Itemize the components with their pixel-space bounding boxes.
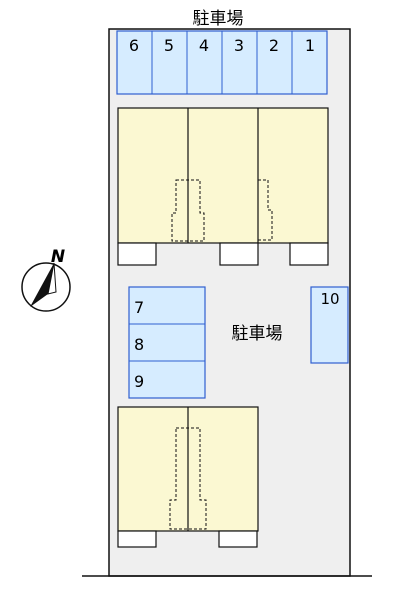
left-parking-column: 7 8 9 [128,286,206,399]
parking-space-number: 2 [269,36,279,55]
balcony [117,242,157,266]
parking-space-number: 6 [129,36,139,55]
right-parking-space: 10 [310,286,349,364]
parking-space-number: 9 [134,372,144,391]
balcony [218,530,258,548]
top-parking-label: 駐車場 [193,9,244,29]
stair-outline [171,179,205,242]
compass-icon: N [21,247,71,312]
center-parking-label: 駐車場 [232,324,283,344]
parking-space-number: 5 [164,36,174,55]
parking-space-number: 7 [134,298,144,317]
parking-space-number: 10 [320,290,339,308]
upper-building [117,107,329,266]
top-parking-row: 6 5 4 3 2 1 [116,30,328,95]
lower-building [117,406,259,548]
parking-space-number: 3 [234,36,244,55]
parking-space-number: 8 [134,335,144,354]
parking-space-number: 4 [199,36,209,55]
compass-letter: N [51,247,65,267]
stair-outline [258,179,273,241]
balcony [219,242,259,266]
parking-space-number: 1 [305,36,315,55]
stair-outline [169,427,207,530]
balcony [117,530,157,548]
balcony [289,242,329,266]
